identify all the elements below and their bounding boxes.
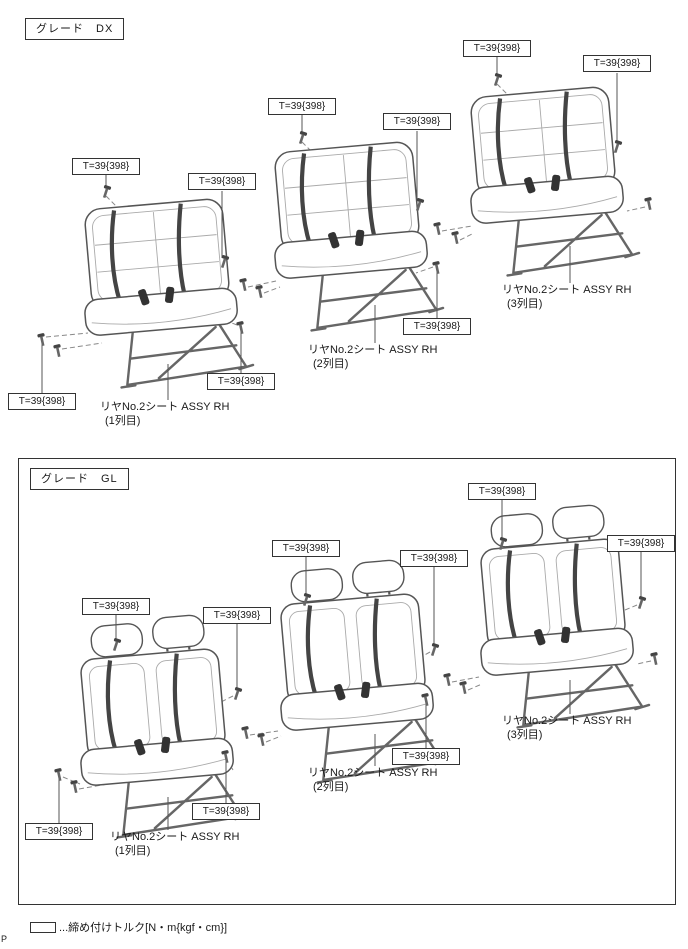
torque-label: T=39{398} [403, 318, 471, 335]
torque-label: T=39{398} [82, 598, 150, 615]
torque-label: T=39{398} [268, 98, 336, 115]
torque-label: T=39{398} [392, 748, 460, 765]
callout-part-name: リヤNo.2シート ASSY RH [308, 344, 438, 356]
torque-label: T=39{398} [188, 173, 256, 190]
callout-gl-row2: リヤNo.2シート ASSY RH (2列目) [308, 767, 437, 795]
callout-gl-row1: リヤNo.2シート ASSY RH (1列目) [110, 831, 239, 859]
callout-row-number: (3列目) [507, 297, 543, 310]
torque-label: T=39{398} [468, 483, 536, 500]
callout-row-number: (1列目) [115, 844, 151, 857]
callout-part-name: リヤNo.2シート ASSY RH [110, 831, 240, 843]
bolt-icon [239, 277, 249, 292]
legend: ...締め付けトルク[N・m{kgf・cm}] [30, 919, 227, 935]
grade-label-gl: グレード GL [30, 468, 129, 490]
torque-label: T=39{398} [607, 535, 675, 552]
torque-label: T=39{398} [207, 373, 275, 390]
seat-dx-row1 [76, 197, 254, 391]
callout-row-number: (1列目) [105, 414, 141, 427]
grade-label-dx: グレード DX [25, 18, 125, 40]
bolt-icon [255, 284, 265, 299]
torque-label: T=39{398} [463, 40, 531, 57]
bolt-icon [433, 221, 443, 236]
solid-leader-lines [41, 57, 642, 830]
bolt-icon [231, 686, 243, 701]
callout-dx-row2: リヤNo.2シート ASSY RH (2列目) [308, 344, 437, 372]
bolt-icon [443, 672, 453, 687]
callout-part-name: リヤNo.2シート ASSY RH [502, 284, 632, 296]
torque-label: T=39{398} [383, 113, 451, 130]
callout-dx-row3: リヤNo.2シート ASSY RH (3列目) [502, 284, 631, 312]
callout-row-number: (2列目) [313, 357, 349, 370]
torque-label: T=39{398} [203, 607, 271, 624]
torque-label: T=39{398} [272, 540, 340, 557]
bolt-icon [650, 651, 660, 666]
callout-part-name: リヤNo.2シート ASSY RH [100, 401, 230, 413]
bolt-icon [644, 196, 654, 211]
torque-label: T=39{398} [583, 55, 651, 72]
bolt-icon [53, 343, 63, 358]
bolt-icon [37, 332, 47, 347]
callout-row-number: (3列目) [507, 728, 543, 741]
torque-label: T=39{398} [25, 823, 93, 840]
torque-label: T=39{398} [72, 158, 140, 175]
page-code: P [1, 934, 8, 944]
bolt-icon [432, 260, 442, 275]
bolt-icon [635, 595, 647, 610]
callout-part-name: リヤNo.2シート ASSY RH [502, 715, 632, 727]
torque-label: T=39{398} [400, 550, 468, 567]
bolt-icon [459, 680, 469, 695]
bolt-icon [257, 732, 267, 747]
callout-part-name: リヤNo.2シート ASSY RH [308, 767, 438, 779]
callout-dx-row1: リヤNo.2シート ASSY RH (1列目) [100, 401, 229, 429]
callout-gl-row3: リヤNo.2シート ASSY RH (3列目) [502, 715, 631, 743]
bolt-icon [70, 779, 80, 794]
bolt-icon [236, 320, 246, 335]
bolt-icon [54, 767, 64, 782]
torque-box-swatch-icon [30, 921, 56, 933]
bolt-icon [428, 642, 440, 657]
callout-row-number: (2列目) [313, 780, 349, 793]
bolt-icon [451, 230, 461, 245]
torque-label: T=39{398} [192, 803, 260, 820]
bolt-icon [241, 725, 251, 740]
torque-label: T=39{398} [8, 393, 76, 410]
seat-dx-row3 [462, 85, 640, 279]
legend-text: ...締め付けトルク[N・m{kgf・cm}] [59, 922, 228, 934]
gl-section-frame [18, 458, 676, 905]
